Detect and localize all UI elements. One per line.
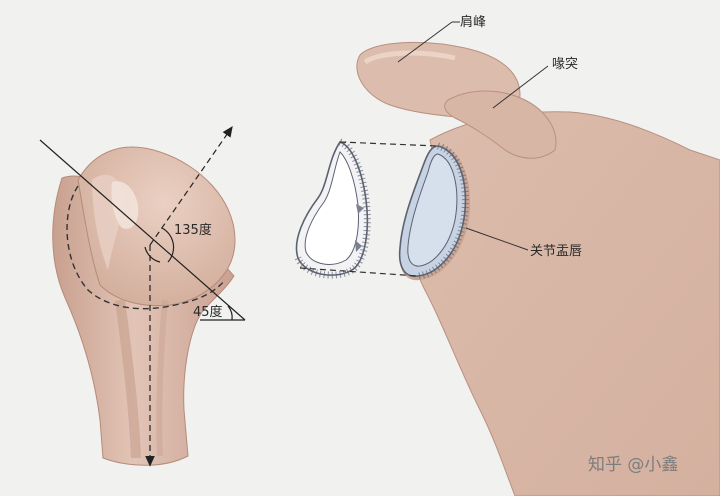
glenoid-labrum-right bbox=[398, 142, 469, 280]
coracoid-label: 喙突 bbox=[552, 56, 578, 72]
watermark: 知乎 @小鑫 bbox=[588, 455, 678, 475]
humerus-bone bbox=[39, 126, 246, 467]
acromion-leader bbox=[397, 21, 453, 63]
labrum-leader bbox=[465, 227, 529, 251]
labrum-connectors bbox=[299, 141, 439, 277]
coracoid-leader bbox=[492, 65, 549, 109]
glenoid-labrum-left bbox=[294, 138, 371, 279]
acromion-label: 肩峰 bbox=[460, 14, 486, 30]
angle-135-label: 135度 bbox=[174, 222, 212, 238]
angle-45-label: 45度 bbox=[193, 304, 223, 320]
glenoid-labrum-label: 关节盂唇 bbox=[530, 244, 582, 259]
